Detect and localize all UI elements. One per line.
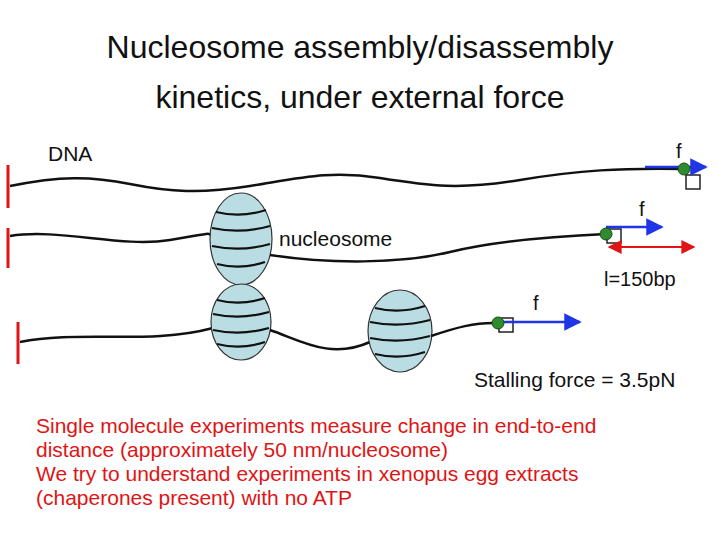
dna-wrap [212, 226, 270, 231]
length-label: l=150bp [604, 268, 676, 291]
label-text: f [676, 140, 682, 162]
note-text: Single molecule experiments measure chan… [36, 414, 648, 462]
dna-wrap [370, 320, 430, 325]
dna-wrap [213, 328, 269, 333]
force-label: f [676, 140, 682, 163]
dna-wrap [375, 306, 425, 311]
label-text: f [533, 292, 539, 314]
dna-wrap [217, 262, 265, 267]
nucleosome-core [210, 193, 272, 285]
label-text: f [639, 198, 645, 220]
force-arrow [500, 321, 580, 324]
anchor-wall [7, 165, 10, 208]
dna-wrap [375, 352, 425, 357]
bead [678, 163, 690, 175]
force-label: f [533, 292, 539, 315]
force-arrow [606, 226, 662, 229]
dna-wrap [213, 312, 269, 317]
anchor-wall [7, 228, 10, 268]
molecule-label: DNA [48, 142, 92, 166]
stall-note: Stalling force = 3.5pN [474, 368, 675, 392]
dna-wrap [217, 342, 265, 347]
title-text: Nucleosome assembly/disassembly kinetics… [107, 29, 614, 115]
dna-strand [270, 330, 370, 349]
part-label: nucleosome [277, 227, 394, 251]
nucleosome-core [211, 284, 271, 360]
slide-title: Nucleosome assembly/disassembly kinetics… [50, 22, 670, 122]
dna-strand [10, 169, 684, 191]
note-text: We try to understand experiments in xeno… [36, 462, 598, 510]
anchor-wall [17, 322, 20, 364]
dna-strand [10, 234, 214, 242]
label-text: nucleosome [277, 227, 394, 250]
bead [492, 317, 504, 329]
force-label: f [639, 198, 645, 221]
label-text: Single molecule experiments measure chan… [36, 414, 596, 461]
label-text: We try to understand experiments in xeno… [36, 462, 578, 509]
nucleosome-core [368, 290, 432, 372]
dna-strand [431, 323, 498, 336]
trap-box [686, 175, 700, 189]
dna-strand [20, 328, 213, 342]
dna-wrap [217, 298, 265, 303]
label-text: DNA [48, 142, 92, 165]
dna-wrap [370, 336, 430, 341]
dna-wrap [216, 210, 266, 215]
length-arrow [609, 246, 694, 248]
force-arrow [645, 166, 706, 169]
label-text: l=150bp [604, 268, 676, 290]
label-text: Stalling force = 3.5pN [474, 368, 675, 391]
dna-wrap [212, 244, 270, 249]
bead [600, 228, 612, 240]
